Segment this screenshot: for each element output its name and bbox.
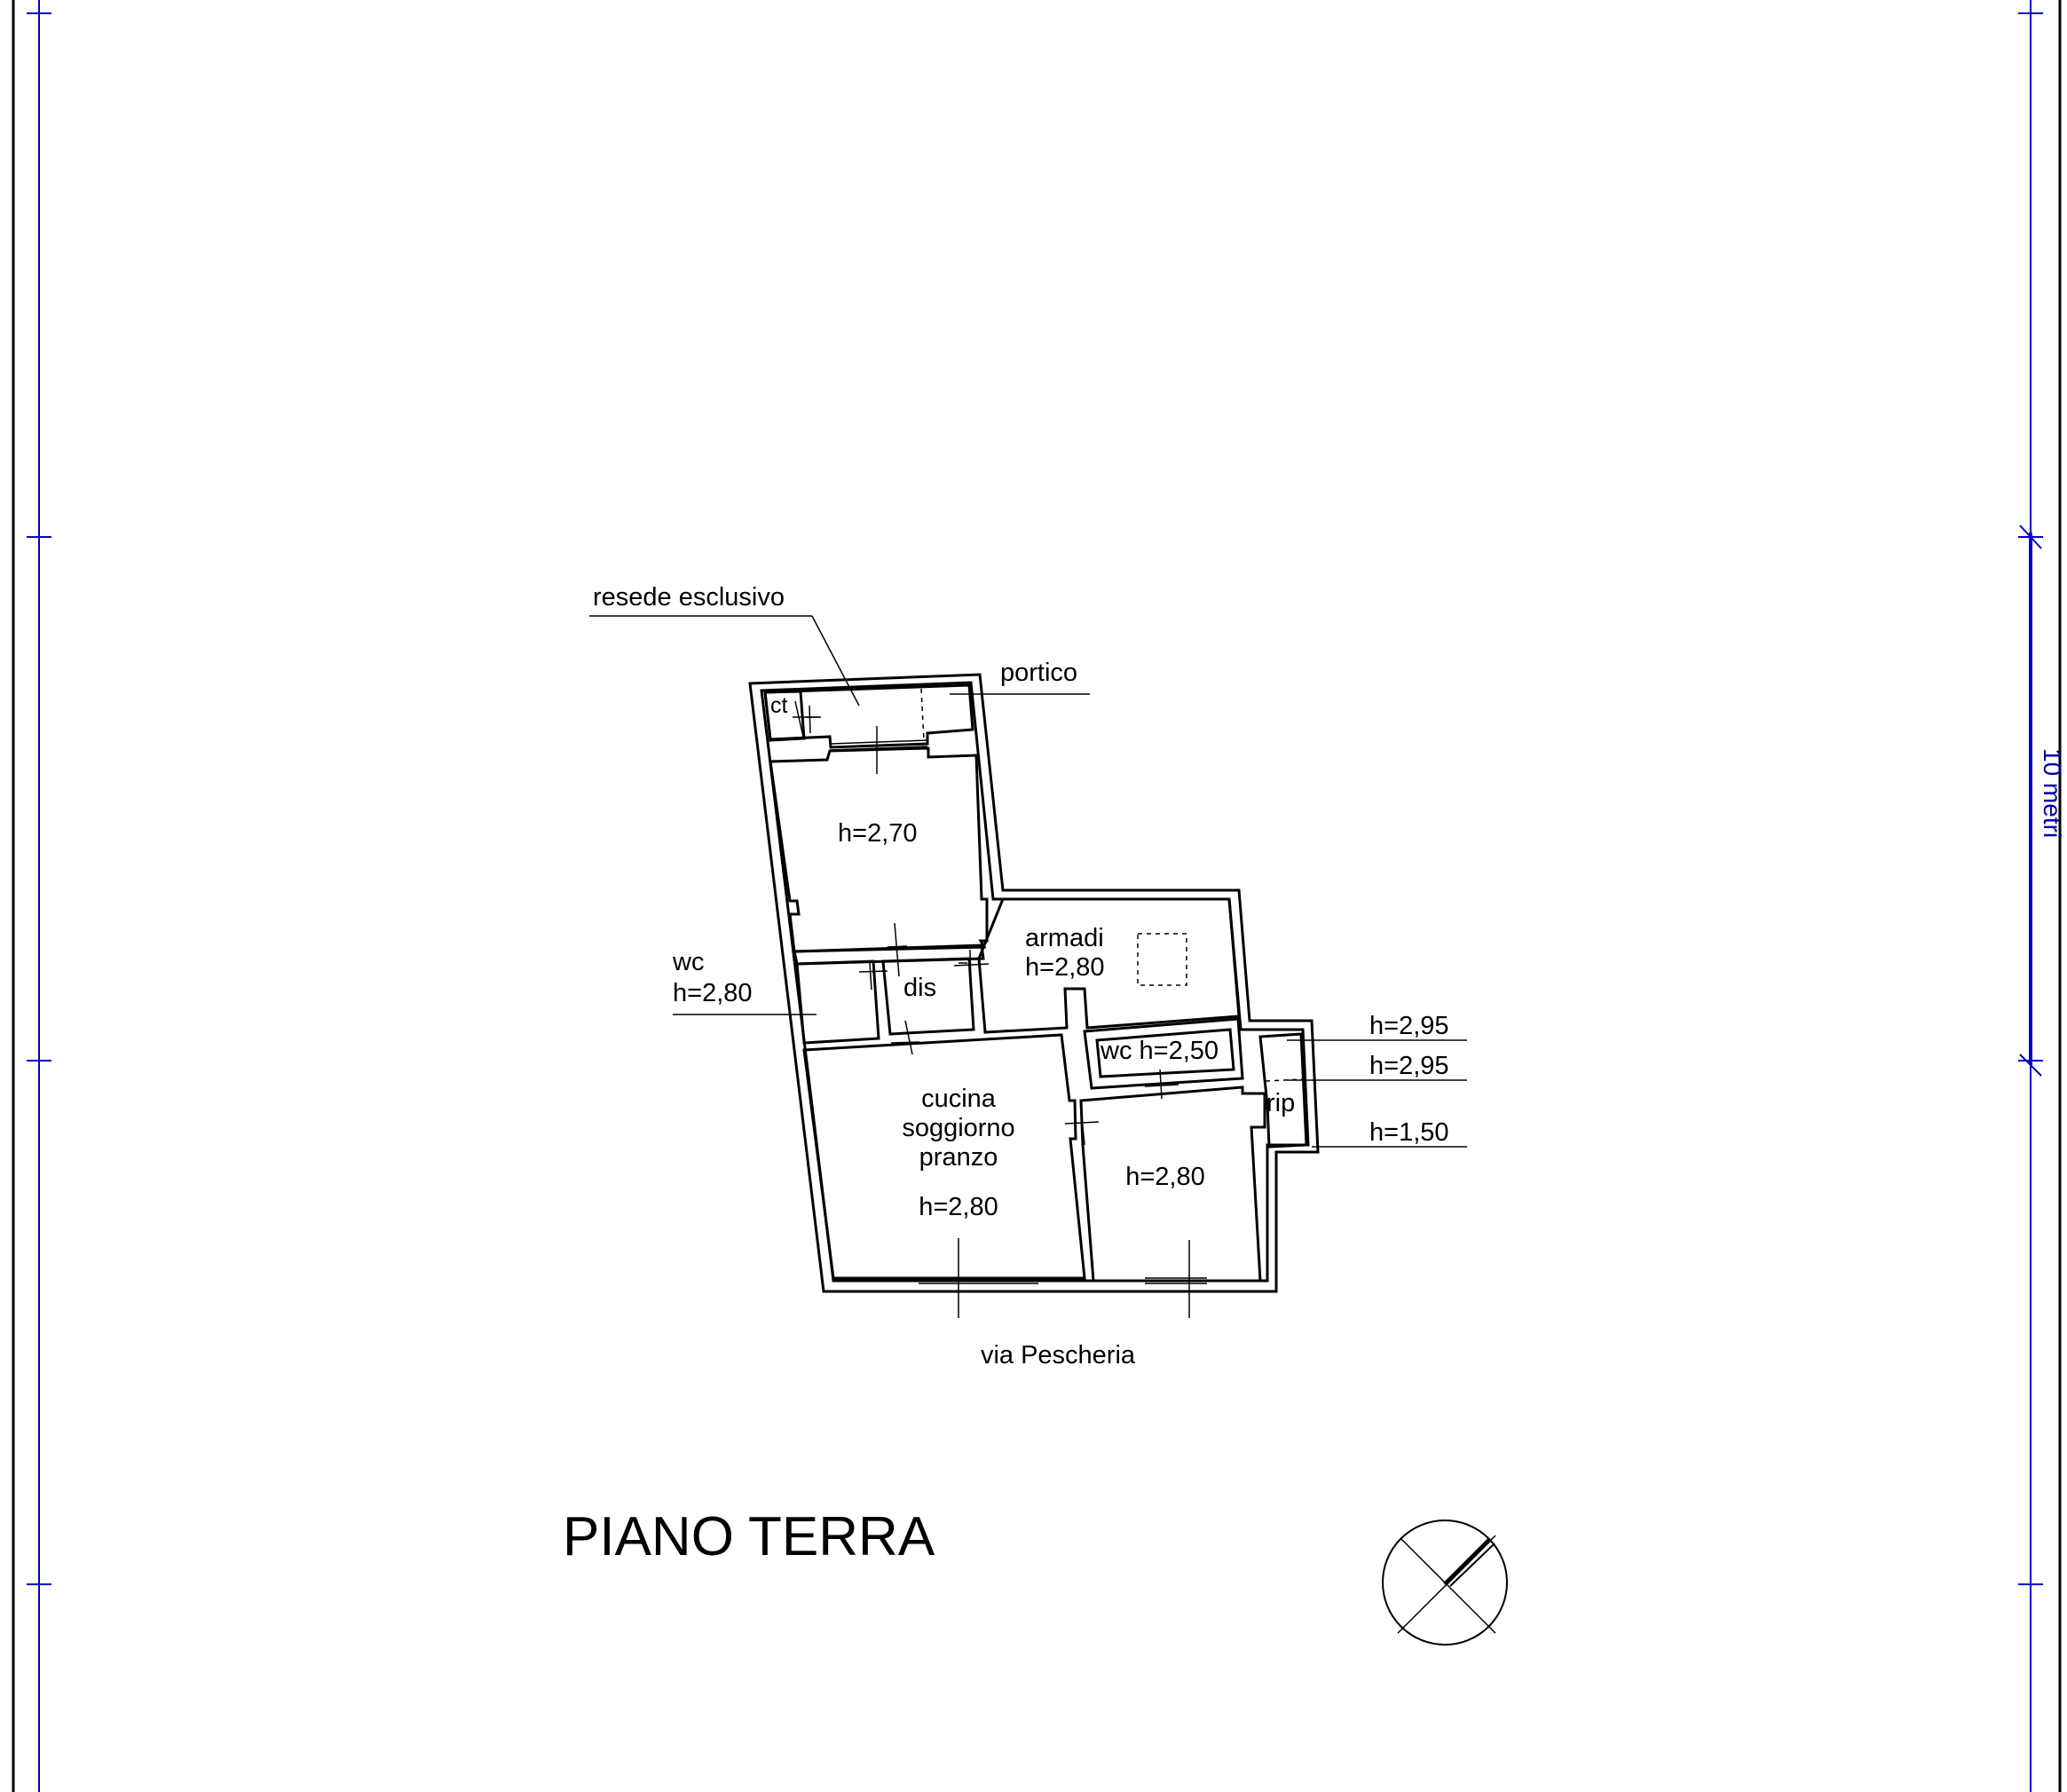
- label-resede: resede esclusivo: [593, 583, 785, 612]
- label-dis: dis: [903, 974, 936, 1002]
- scale-bar: 10 metri: [2019, 525, 2066, 1077]
- label-wc-left: wc: [672, 948, 704, 976]
- room-wc-small: [1083, 1017, 1244, 1090]
- scale-label: 10 metri: [2039, 748, 2066, 838]
- room-kitchen: [802, 1033, 1086, 1280]
- label-armadi: armadi: [1025, 924, 1104, 952]
- label-room-top-height: h=2,70: [838, 819, 918, 848]
- label-armadi-height: h=2,80: [1025, 953, 1105, 982]
- room-right: [1079, 1085, 1266, 1283]
- room-top: [769, 746, 989, 953]
- label-kitchen-height: h=2,80: [919, 1193, 998, 1221]
- label-wc-left-height: h=2,80: [673, 979, 753, 1007]
- label-ct: ct: [770, 693, 788, 718]
- label-wc-small: wc h=2,50: [1100, 1037, 1219, 1065]
- outer-wall: [748, 673, 1320, 1293]
- label-street: via Pescheria: [981, 1341, 1136, 1370]
- label-height-150: h=1,50: [1369, 1118, 1449, 1147]
- label-kitchen-2: soggiorno: [902, 1114, 1014, 1142]
- leader-lines: [589, 615, 1467, 1148]
- drawing-title: PIANO TERRA: [563, 1506, 935, 1567]
- label-portico: portico: [1000, 659, 1077, 687]
- room-rip: [1258, 1032, 1308, 1149]
- outer-wall-inner: [760, 681, 1310, 1283]
- room-wc-left: [795, 959, 880, 1045]
- label-rip: rip: [1266, 1089, 1295, 1117]
- sheet-frame: [12, 0, 2062, 1792]
- room-armadi: [977, 897, 1241, 1034]
- armadi-dashed-box: [1137, 933, 1187, 986]
- room-dis: [881, 957, 975, 1036]
- ct-closet: [763, 690, 806, 742]
- label-height-295-a: h=2,95: [1369, 1012, 1449, 1040]
- label-height-295-b: h=2,95: [1369, 1052, 1449, 1080]
- label-room-right-height: h=2,80: [1125, 1163, 1205, 1191]
- label-kitchen-3: pranzo: [919, 1143, 998, 1172]
- north-arrow-icon: [1382, 1520, 1508, 1646]
- floor-plan: [589, 615, 1467, 1318]
- label-kitchen-1: cucina: [921, 1085, 997, 1113]
- portico-strip: [763, 683, 974, 749]
